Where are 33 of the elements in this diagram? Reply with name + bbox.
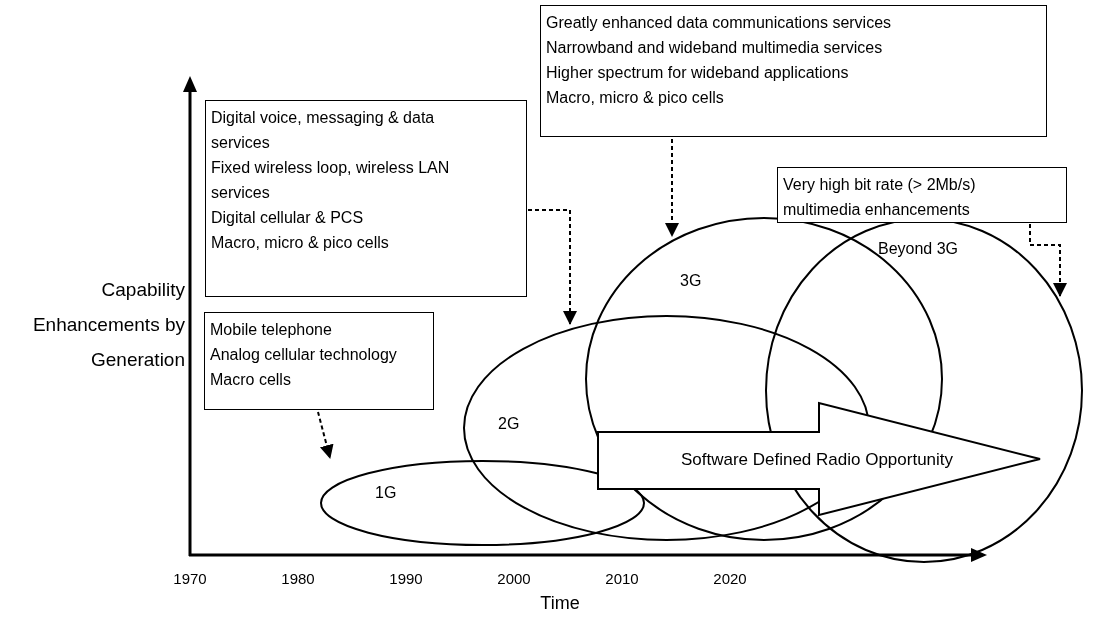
callout-text: Narrowband and wideband multimedia services bbox=[546, 38, 884, 58]
tick-label: 2000 bbox=[496, 570, 532, 587]
callout-box bbox=[540, 5, 1047, 137]
tick-label: 1990 bbox=[388, 570, 424, 587]
tick-label: 1980 bbox=[280, 570, 316, 587]
dashed-arrow bbox=[527, 209, 577, 325]
dashed-arrow bbox=[317, 411, 334, 459]
callout-text: Very high bit rate (> 2Mb/s) multimedia enhancements bbox=[783, 175, 976, 220]
generation-label: 1G bbox=[375, 484, 397, 502]
generation-label: 2G bbox=[498, 415, 520, 433]
tick-label: 2010 bbox=[604, 570, 640, 587]
generation-label: 3G bbox=[680, 272, 702, 290]
callout-box bbox=[777, 167, 1067, 223]
callout-text: Greatly enhanced data communications services bbox=[546, 13, 893, 33]
arrow-label: Software Defined Radio Opportunity bbox=[679, 450, 955, 470]
callout-text: Macro, micro & pico cells bbox=[546, 88, 725, 108]
callout-box bbox=[204, 312, 434, 410]
tick-label: 1970 bbox=[172, 570, 208, 587]
tick-label: 2020 bbox=[712, 570, 748, 587]
callout-text: Macro, micro & pico cells bbox=[211, 233, 390, 253]
dashed-arrow bbox=[1029, 223, 1067, 297]
axis-title: Time bbox=[539, 593, 581, 614]
callout-text: Macro cells bbox=[210, 370, 292, 390]
callout-box bbox=[205, 100, 527, 297]
axis-title: Capability Enhancements by Generation bbox=[31, 278, 185, 372]
callout-text: Digital voice, messaging & data services bbox=[211, 108, 436, 153]
callout-text: Mobile telephone bbox=[210, 320, 333, 340]
callout-text: Higher spectrum for wideband applications bbox=[546, 63, 850, 83]
callout-text: Digital cellular & PCS bbox=[211, 208, 365, 228]
dashed-arrow bbox=[665, 138, 679, 237]
generation-label: Beyond 3G bbox=[878, 240, 959, 258]
callout-text: Fixed wireless loop, wireless LAN services bbox=[211, 158, 451, 203]
callout-text: Analog cellular technology bbox=[210, 345, 398, 365]
